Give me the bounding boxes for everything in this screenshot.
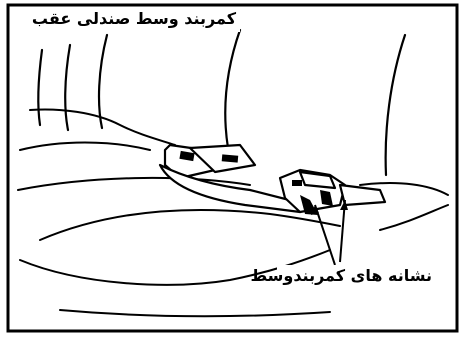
label-rear-center-seat-belt: کمربند وسط صندلی عقب	[40, 9, 236, 28]
label-center-belt-marks: نشانه های کمربندوسط	[280, 266, 432, 285]
